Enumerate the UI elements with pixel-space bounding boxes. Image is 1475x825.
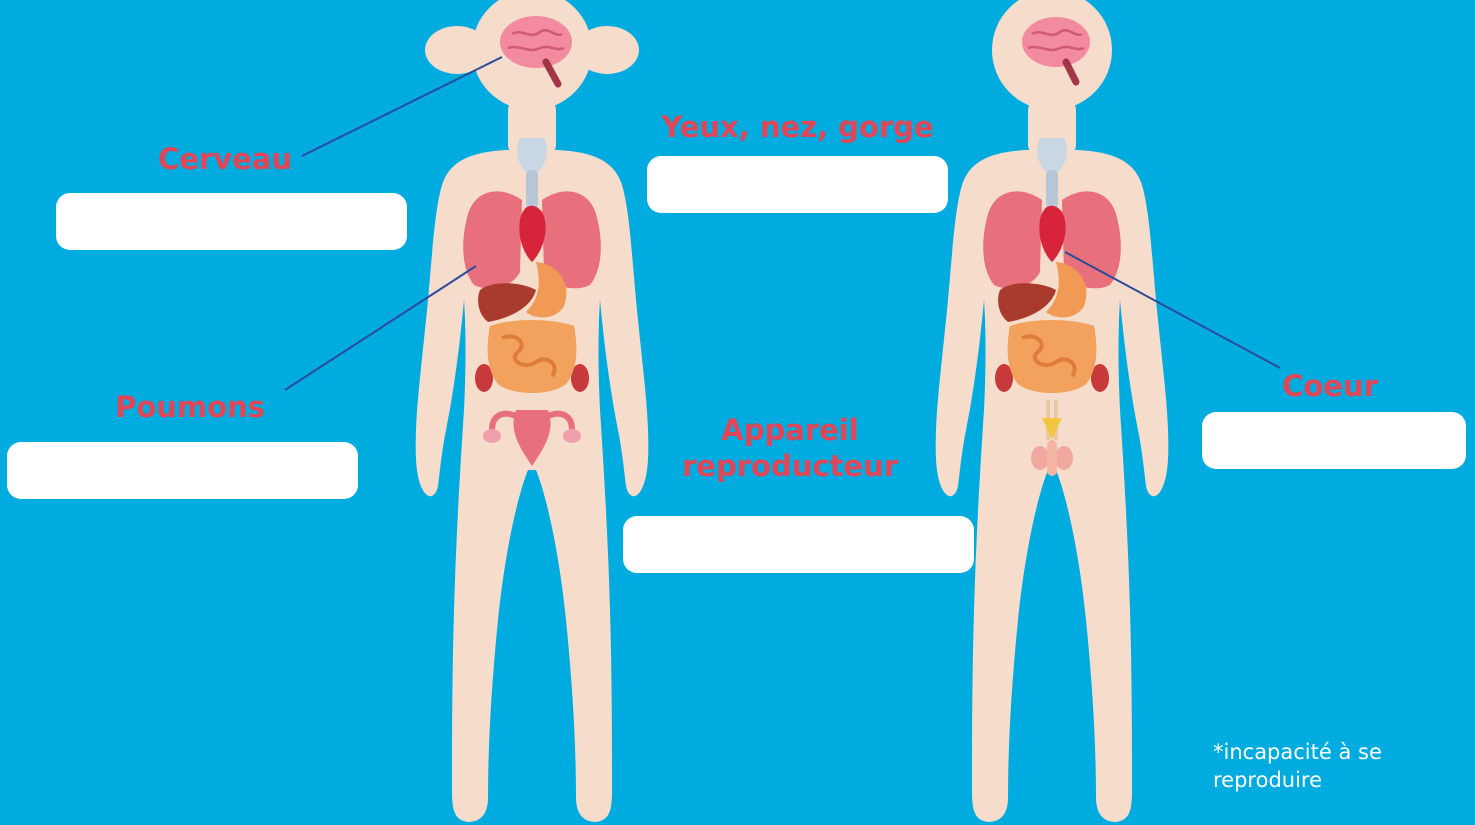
label-brain: Cerveau xyxy=(150,141,300,177)
label-reproductive-line1: Appareil xyxy=(670,412,910,448)
boy-figure xyxy=(936,0,1169,822)
answer-box-lungs[interactable] xyxy=(7,442,358,499)
girl-figure xyxy=(416,0,649,822)
answer-box-brain[interactable] xyxy=(56,193,407,250)
footnote-line2: reproduire xyxy=(1213,766,1453,794)
footnote: *incapacité à se reproduire xyxy=(1213,738,1453,794)
answer-box-reproductive[interactable] xyxy=(623,516,974,573)
label-reproductive-line2: reproducteur xyxy=(670,448,910,484)
brain-leader-line xyxy=(302,57,502,156)
label-reproductive: Appareil reproducteur xyxy=(670,412,910,484)
answer-box-heart[interactable] xyxy=(1202,412,1466,469)
label-lungs: Poumons xyxy=(100,389,280,425)
answer-box-eyes-nose-throat[interactable] xyxy=(647,156,948,213)
label-eyes-nose-throat: Yeux, nez, gorge xyxy=(650,109,945,145)
footnote-line1: *incapacité à se xyxy=(1213,738,1453,766)
label-heart: Coeur xyxy=(1270,368,1390,404)
